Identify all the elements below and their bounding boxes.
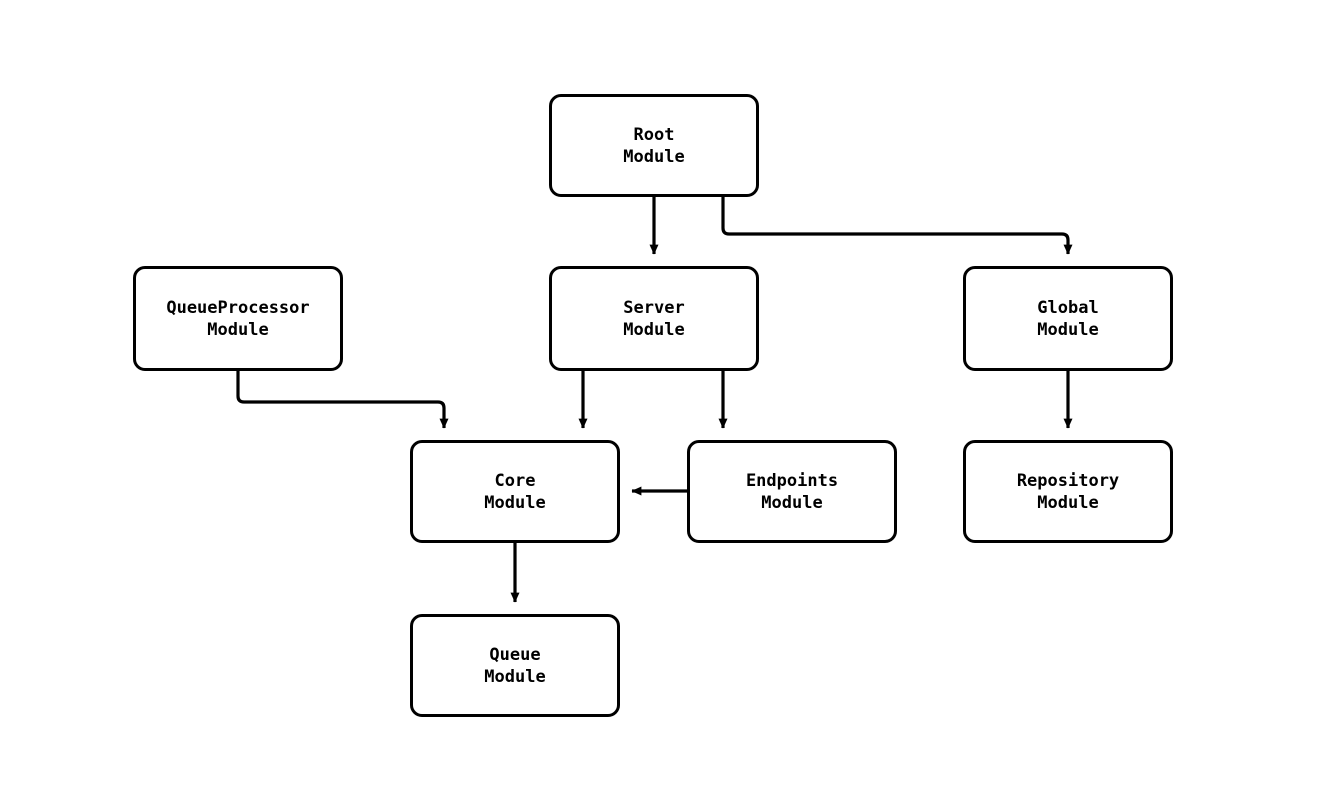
- node-global-label: Global Module: [1037, 297, 1099, 340]
- node-repository-label: Repository Module: [1016, 470, 1120, 513]
- node-root-label: Root Module: [623, 124, 685, 167]
- node-global[interactable]: Global Module: [963, 266, 1173, 371]
- node-core[interactable]: Core Module: [410, 440, 620, 543]
- edge-root-to-global: [721, 197, 1073, 255]
- node-server-label: Server Module: [623, 297, 685, 340]
- node-root[interactable]: Root Module: [549, 94, 759, 197]
- node-repository[interactable]: Repository Module: [963, 440, 1173, 543]
- node-queue[interactable]: Queue Module: [410, 614, 620, 717]
- edge-queueprocessor-to-core: [236, 371, 449, 429]
- node-core-label: Core Module: [484, 470, 546, 513]
- node-server[interactable]: Server Module: [549, 266, 759, 371]
- node-endpoints-label: Endpoints Module: [745, 470, 839, 513]
- node-queue-label: Queue Module: [484, 644, 546, 687]
- node-endpoints[interactable]: Endpoints Module: [687, 440, 897, 543]
- node-queueprocessor-label: QueueProcessor Module: [166, 297, 310, 340]
- node-queueprocessor[interactable]: QueueProcessor Module: [133, 266, 343, 371]
